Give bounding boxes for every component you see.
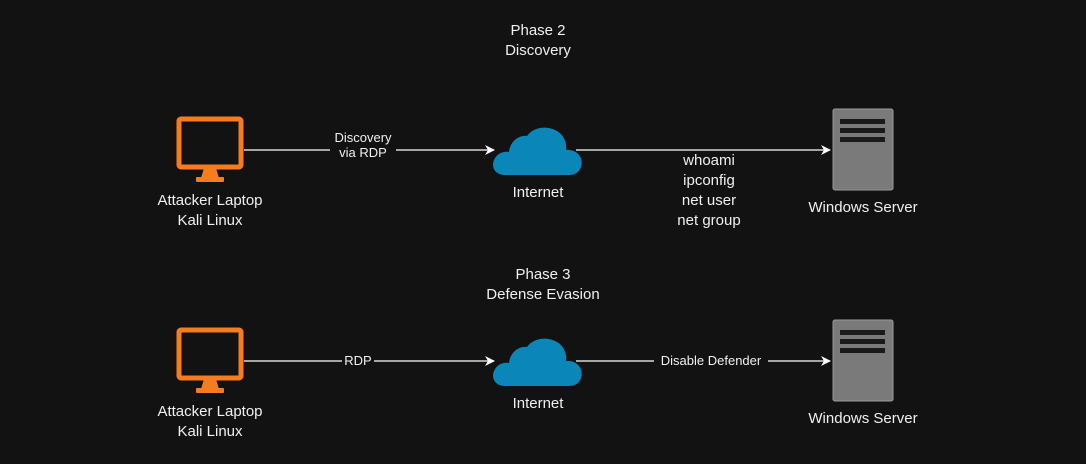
monitor-icon [176,327,244,393]
phase3-server-label: Windows Server [808,410,918,427]
phase2-title-line1: Phase 2 [510,22,566,39]
phase3-edge2-label: Disable Defender [654,353,768,368]
command-net-group: net group [677,212,741,229]
command-net-user: net user [681,192,737,209]
phase2-attacker-line2: Kali Linux [177,212,243,229]
phase2-internet-label: Internet [512,184,564,201]
phase2-edge1-label: Discovery via RDP [330,130,396,160]
server-icon [832,108,894,191]
phase2-attacker-label: Attacker Laptop Kali Linux [140,191,280,231]
phase3-attacker-line1: Attacker Laptop [157,403,263,420]
command-ipconfig: ipconfig [683,172,735,189]
cloud-icon [493,338,582,386]
phase2-attacker-line1: Attacker Laptop [157,192,263,209]
phase3-edge1-label: RDP [342,353,374,368]
command-whoami: whoami [683,152,735,169]
phase3-title-line2: Defense Evasion [486,286,600,303]
phase3-attacker-line2: Kali Linux [177,423,243,440]
phase2-command-list: whoami ipconfig net user net group [650,151,768,231]
phase2-title: Phase 2 Discovery [478,21,598,61]
phase3-title: Phase 3 Defense Evasion [468,265,618,305]
cloud-icon [493,127,582,175]
monitor-icon [176,116,244,182]
phase2-edge1-line2: via RDP [339,145,387,160]
phase2-title-line2: Discovery [505,42,571,59]
phase3-attacker-label: Attacker Laptop Kali Linux [140,402,280,442]
phase2-edge1-line1: Discovery [334,130,392,145]
phase3-internet-label: Internet [512,395,564,412]
phase3-title-line1: Phase 3 [515,266,571,283]
server-icon [832,319,894,402]
phase2-server-label: Windows Server [808,199,918,216]
